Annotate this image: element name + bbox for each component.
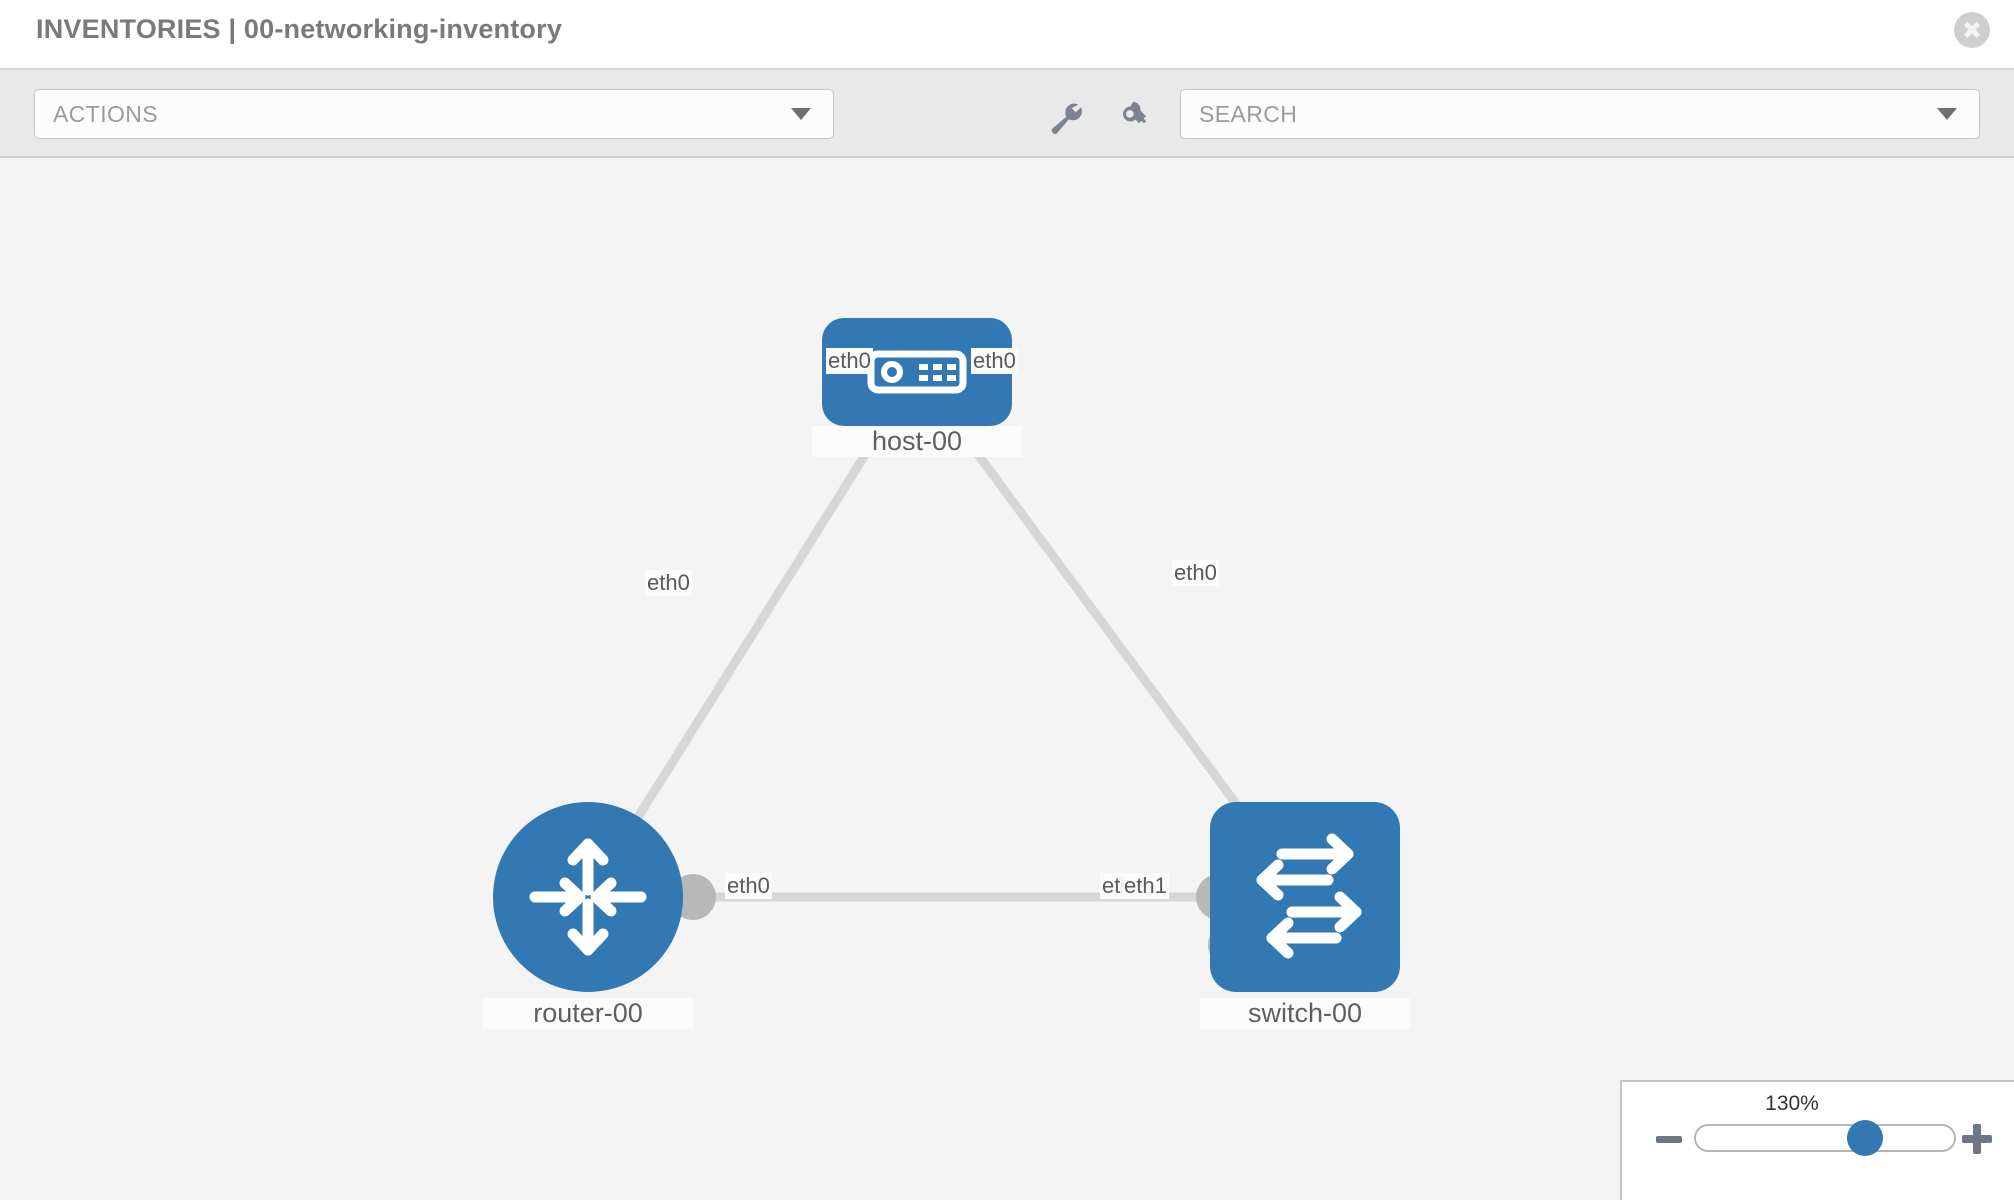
chevron-down-icon	[791, 108, 811, 120]
wrench-icon[interactable]	[1045, 98, 1085, 138]
search-placeholder-label: SEARCH	[1199, 100, 1298, 127]
zoom-slider-track[interactable]	[1694, 1120, 1956, 1156]
chevron-down-icon	[1937, 108, 1957, 120]
minus-icon[interactable]	[1656, 1126, 1682, 1152]
interface-label-switch-up: eth0	[1172, 560, 1219, 586]
actions-dropdown[interactable]: ACTIONS	[34, 89, 834, 139]
interface-label-router-right: eth0	[725, 873, 772, 899]
zoom-percent-label: 130%	[1765, 1092, 1819, 1115]
link-router-host[interactable]	[584, 369, 921, 900]
page-title: INVENTORIES | 00-networking-inventory	[36, 14, 563, 44]
router-arrows-icon	[529, 838, 647, 956]
node-router-00-label: router-00	[483, 998, 693, 1029]
search-input[interactable]: SEARCH	[1180, 89, 1980, 139]
server-icon	[867, 350, 967, 394]
node-switch-00-label: switch-00	[1200, 998, 1410, 1029]
interface-label-router-up: eth0	[645, 570, 692, 596]
topology-links	[584, 369, 1309, 902]
page-header: INVENTORIES | 00-networking-inventory	[0, 0, 2014, 70]
interface-label-host-left: eth0	[826, 348, 873, 374]
key-icon[interactable]	[1115, 98, 1155, 138]
zoom-control-panel: 130%	[1620, 1080, 2014, 1200]
node-router-00-shape[interactable]	[493, 802, 683, 992]
node-switch-00[interactable]: switch-00	[1200, 802, 1410, 1029]
plus-icon[interactable]	[1962, 1124, 1992, 1154]
node-router-00[interactable]: router-00	[483, 802, 693, 1029]
interface-label-switch-eth1: eth1	[1122, 873, 1169, 899]
actions-dropdown-label: ACTIONS	[53, 100, 159, 127]
topology-canvas[interactable]: host-00	[0, 158, 2014, 1200]
switch-arrows-icon	[1256, 833, 1362, 959]
node-switch-00-shape[interactable]	[1210, 802, 1400, 992]
close-icon[interactable]	[1954, 12, 1990, 48]
interface-label-host-right: eth0	[971, 348, 1018, 374]
toolbar: ACTIONS SEARCH	[0, 70, 2014, 158]
zoom-slider-thumb[interactable]	[1847, 1120, 1883, 1156]
node-host-00-label: host-00	[812, 426, 1022, 457]
